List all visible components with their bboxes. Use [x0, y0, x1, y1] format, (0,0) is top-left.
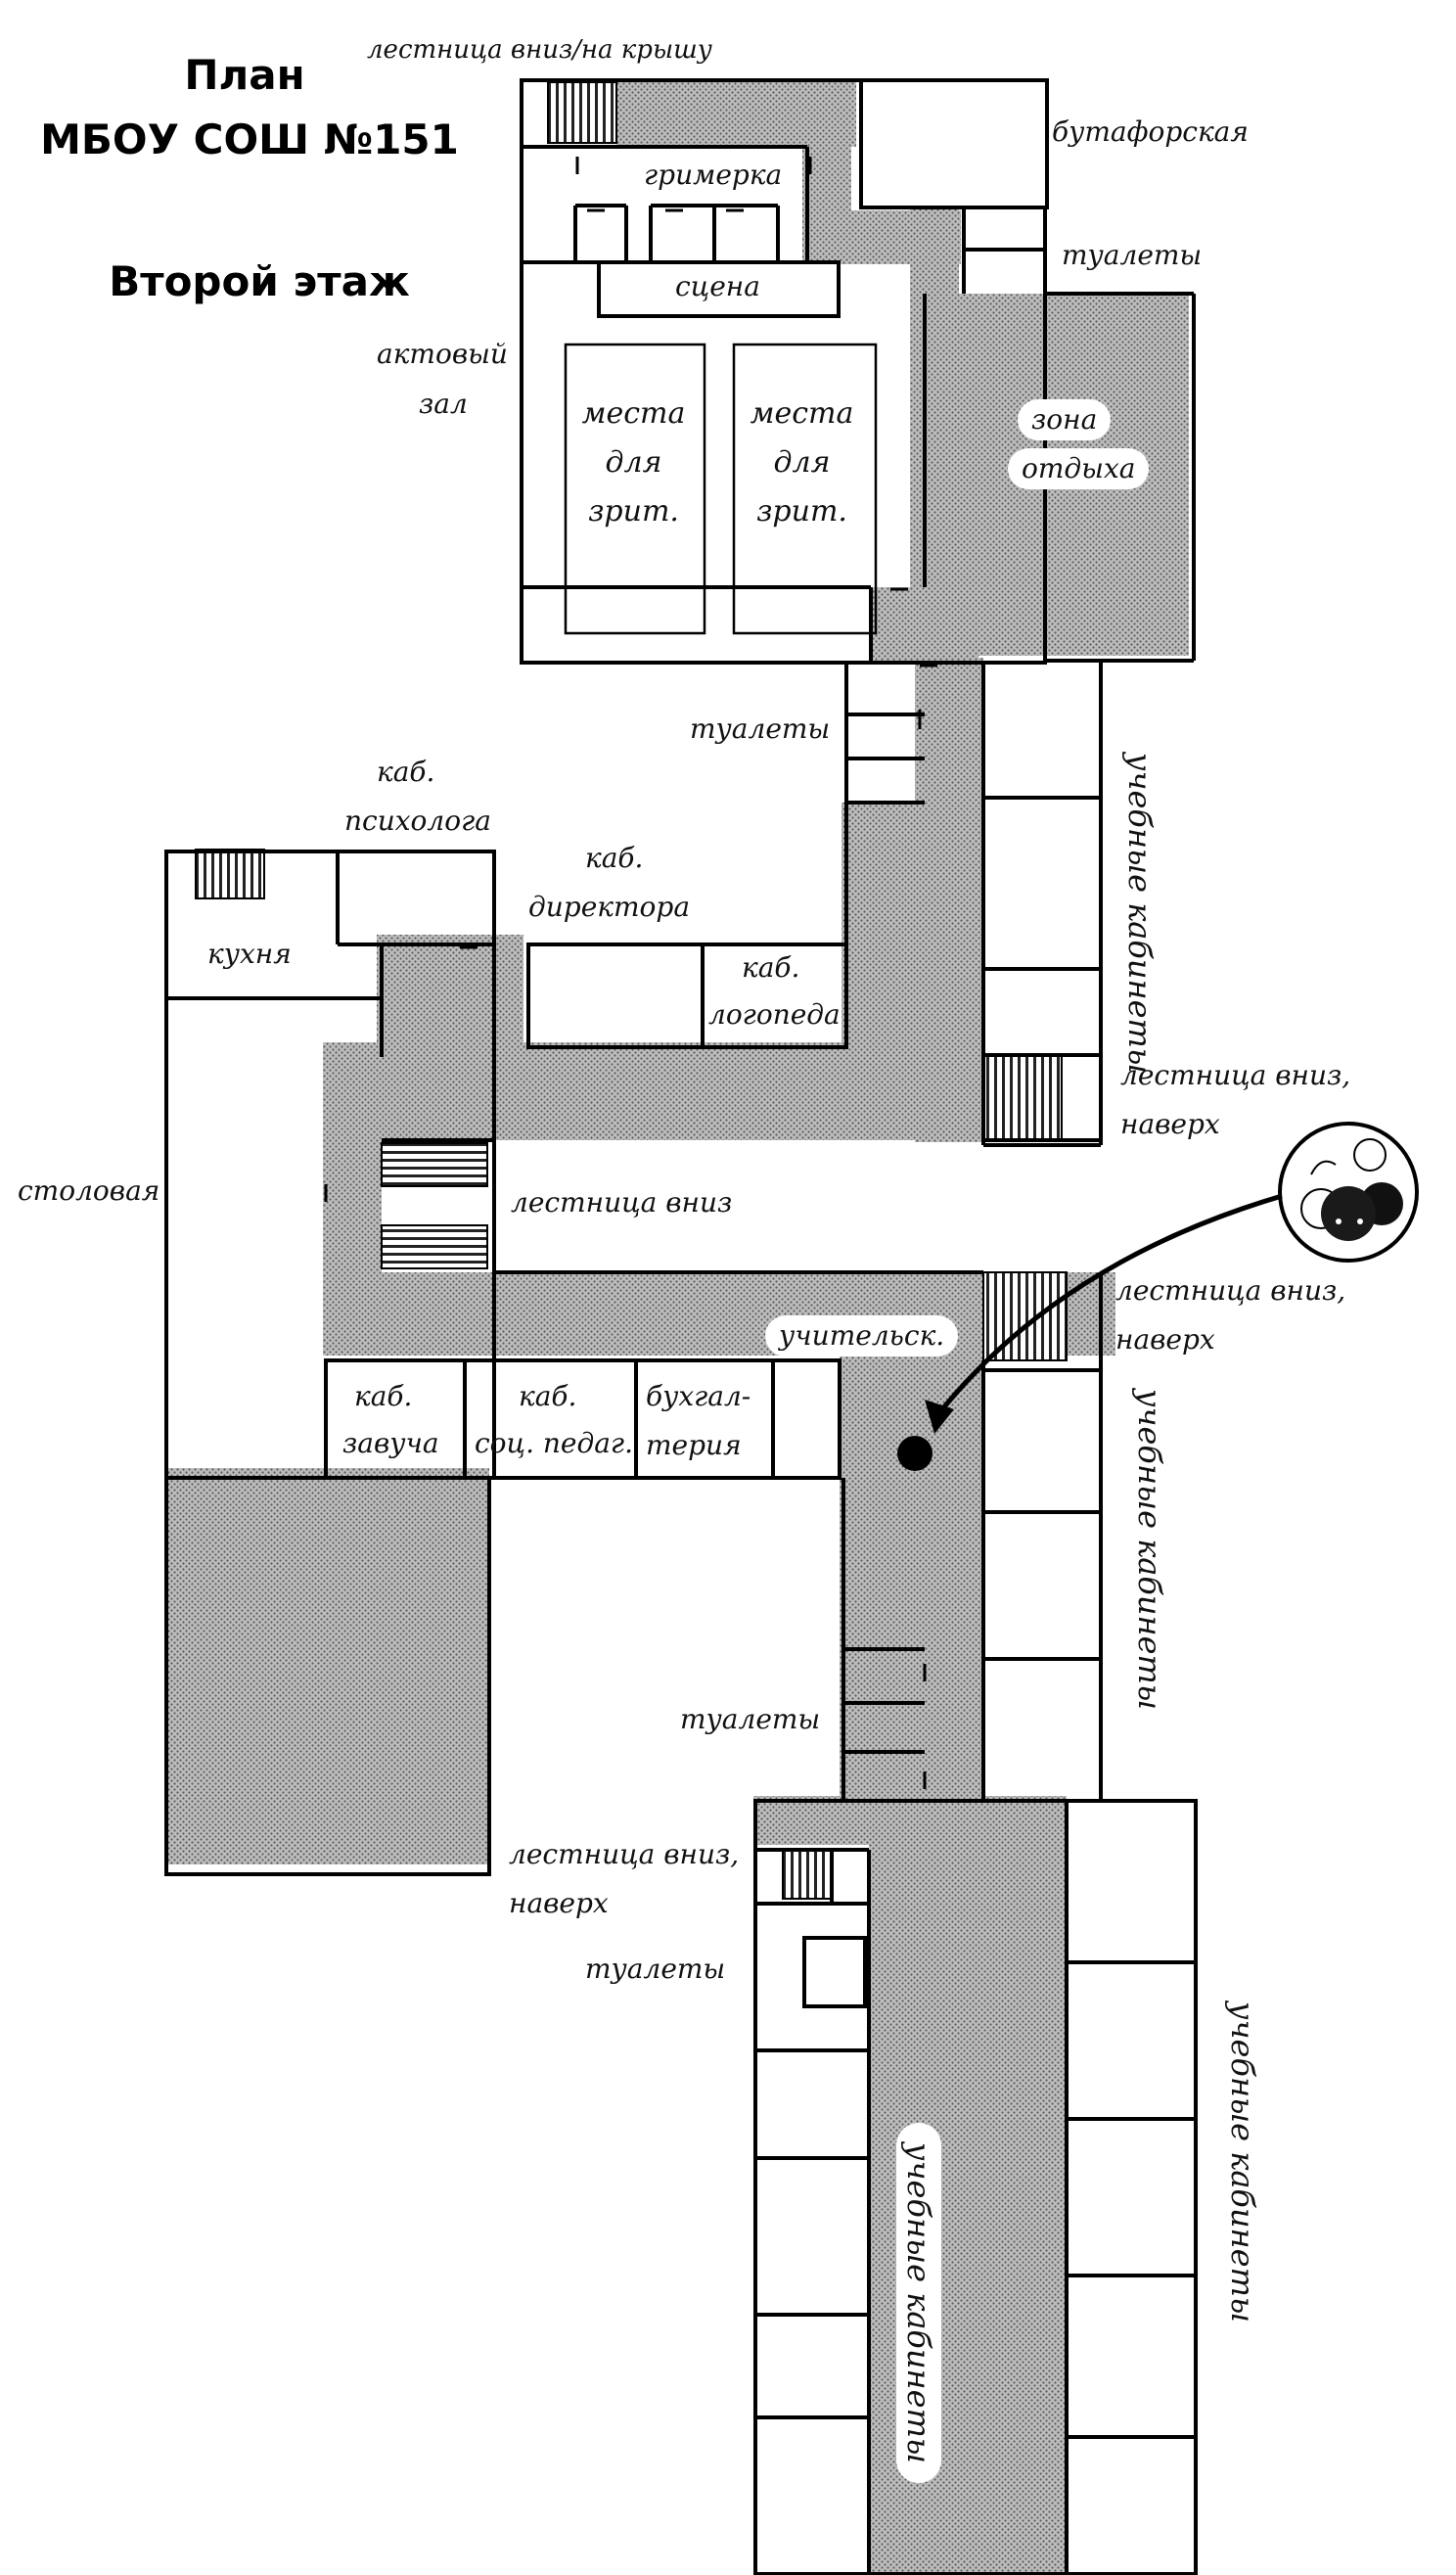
label-speech-1: каб. — [742, 951, 800, 984]
stairs-center-1 — [381, 1142, 488, 1187]
label-stage: сцена — [675, 270, 760, 302]
label-hall-1: актовый — [377, 338, 508, 370]
label-dressing: гримерка — [644, 159, 783, 191]
label-director-1: каб. — [585, 842, 644, 874]
label-classrooms-2: учебные кабинеты — [1131, 1389, 1168, 1710]
character-group-portrait-icon — [1278, 1122, 1419, 1263]
label-socped-1: каб. — [519, 1380, 577, 1412]
label-rest-1: зона — [1018, 399, 1112, 440]
you-are-here-dot — [897, 1436, 933, 1471]
label-seats-b-2: для — [773, 445, 831, 480]
label-stairs-b-1: лестница вниз, — [1115, 1274, 1346, 1307]
label-stairs-roof: лестница вниз/на крышу — [367, 35, 712, 65]
label-zavuch-1: каб. — [354, 1380, 413, 1412]
label-canteen: столовая — [18, 1174, 160, 1207]
label-zavuch-2: завуча — [342, 1427, 439, 1459]
stairs — [195, 81, 1068, 1900]
label-seats-b-1: места — [750, 396, 854, 431]
label-hall-2: зал — [419, 388, 468, 420]
label-classrooms-4: учебные кабинеты — [1224, 2001, 1261, 2322]
label-stairs-a-1: лестница вниз, — [1120, 1059, 1351, 1091]
label-director-2: директора — [528, 891, 691, 923]
label-stairs-c-2: наверх — [509, 1887, 609, 1919]
arrow-head — [925, 1400, 954, 1434]
walls — [164, 78, 1198, 2575]
label-speech-2: логопеда — [708, 998, 841, 1031]
label-toilets-4: туалеты — [585, 1953, 726, 1985]
label-stairs-c-1: лестница вниз, — [509, 1838, 740, 1870]
plan-school-name: МБОУ СОШ №151 — [40, 115, 459, 163]
stairs-kitchen — [195, 849, 265, 899]
stairs-a — [982, 1054, 1063, 1142]
label-buh-2: терия — [646, 1429, 742, 1461]
label-kitchen: кухня — [207, 938, 292, 970]
label-classrooms-1: учебные кабинеты — [1121, 753, 1159, 1074]
label-seats-a-2: для — [605, 445, 662, 480]
label-teachers: учительск. — [765, 1315, 959, 1356]
canteen-yard — [166, 1468, 489, 1864]
label-stairs-a-2: наверх — [1120, 1108, 1220, 1140]
label-psych-2: психолога — [344, 805, 491, 837]
corridor-director — [377, 935, 523, 1062]
doors — [324, 157, 1069, 2406]
label-props: бутафорская — [1052, 115, 1249, 148]
corridor-center-upper — [323, 1042, 983, 1140]
pointer-arrow — [933, 1193, 1283, 1421]
label-classrooms-3: учебные кабинеты — [896, 2123, 941, 2483]
label-toilets-top: туалеты — [1062, 239, 1203, 271]
label-seats-a-3: зрит. — [588, 494, 679, 529]
stairs-b — [982, 1271, 1068, 1361]
label-toilets-2: туалеты — [690, 713, 831, 745]
label-buh-1: бухгал- — [646, 1380, 751, 1412]
stairs-center-2 — [381, 1224, 488, 1269]
label-seats-a-1: места — [581, 396, 686, 431]
label-psych-1: каб. — [377, 756, 435, 788]
stairs-roof — [547, 81, 617, 144]
plan-title: План — [184, 51, 305, 99]
label-stairs-down: лестница вниз — [511, 1186, 733, 1219]
label-toilets-3: туалеты — [680, 1703, 821, 1735]
corridor-hall-bottom — [871, 587, 978, 661]
label-seats-b-3: зрит. — [756, 494, 847, 529]
plan-floor-name: Второй этаж — [109, 257, 410, 305]
label-rest-2: отдыха — [1008, 448, 1150, 489]
corridor-spine-2 — [840, 1351, 984, 1796]
stairs-c — [782, 1849, 833, 1900]
label-stairs-b-2: наверх — [1115, 1323, 1215, 1356]
label-socped-2: соц. педаг. — [475, 1427, 633, 1459]
